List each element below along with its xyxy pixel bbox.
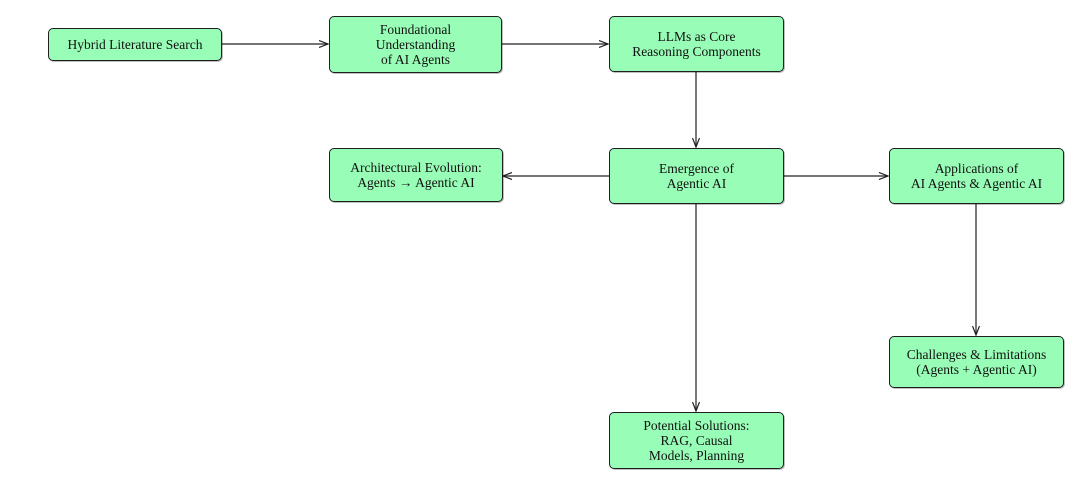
node-llms-core-reasoning: LLMs as Core Reasoning Components [609, 16, 784, 72]
node-architectural-evolution: Architectural Evolution: Agents → Agenti… [329, 148, 503, 202]
node-foundational-understanding: Foundational Understanding of AI Agents [329, 16, 502, 73]
node-label: LLMs as Core Reasoning Components [632, 29, 761, 59]
node-emergence-of-agentic-ai: Emergence of Agentic AI [609, 148, 784, 204]
node-hybrid-literature-search: Hybrid Literature Search [48, 28, 222, 61]
node-potential-solutions: Potential Solutions: RAG, Causal Models,… [609, 412, 784, 469]
node-label: Challenges & Limitations (Agents + Agent… [906, 347, 1047, 377]
node-applications: Applications of AI Agents & Agentic AI [889, 148, 1064, 204]
node-label: Emergence of Agentic AI [658, 161, 735, 191]
node-label: Architectural Evolution: Agents → Agenti… [350, 160, 482, 190]
node-label: Foundational Understanding of AI Agents [375, 22, 456, 67]
node-label: Potential Solutions: RAG, Causal Models,… [643, 418, 750, 463]
node-label: Applications of AI Agents & Agentic AI [910, 161, 1043, 191]
node-challenges-limitations: Challenges & Limitations (Agents + Agent… [889, 336, 1064, 388]
node-label: Hybrid Literature Search [67, 37, 203, 52]
